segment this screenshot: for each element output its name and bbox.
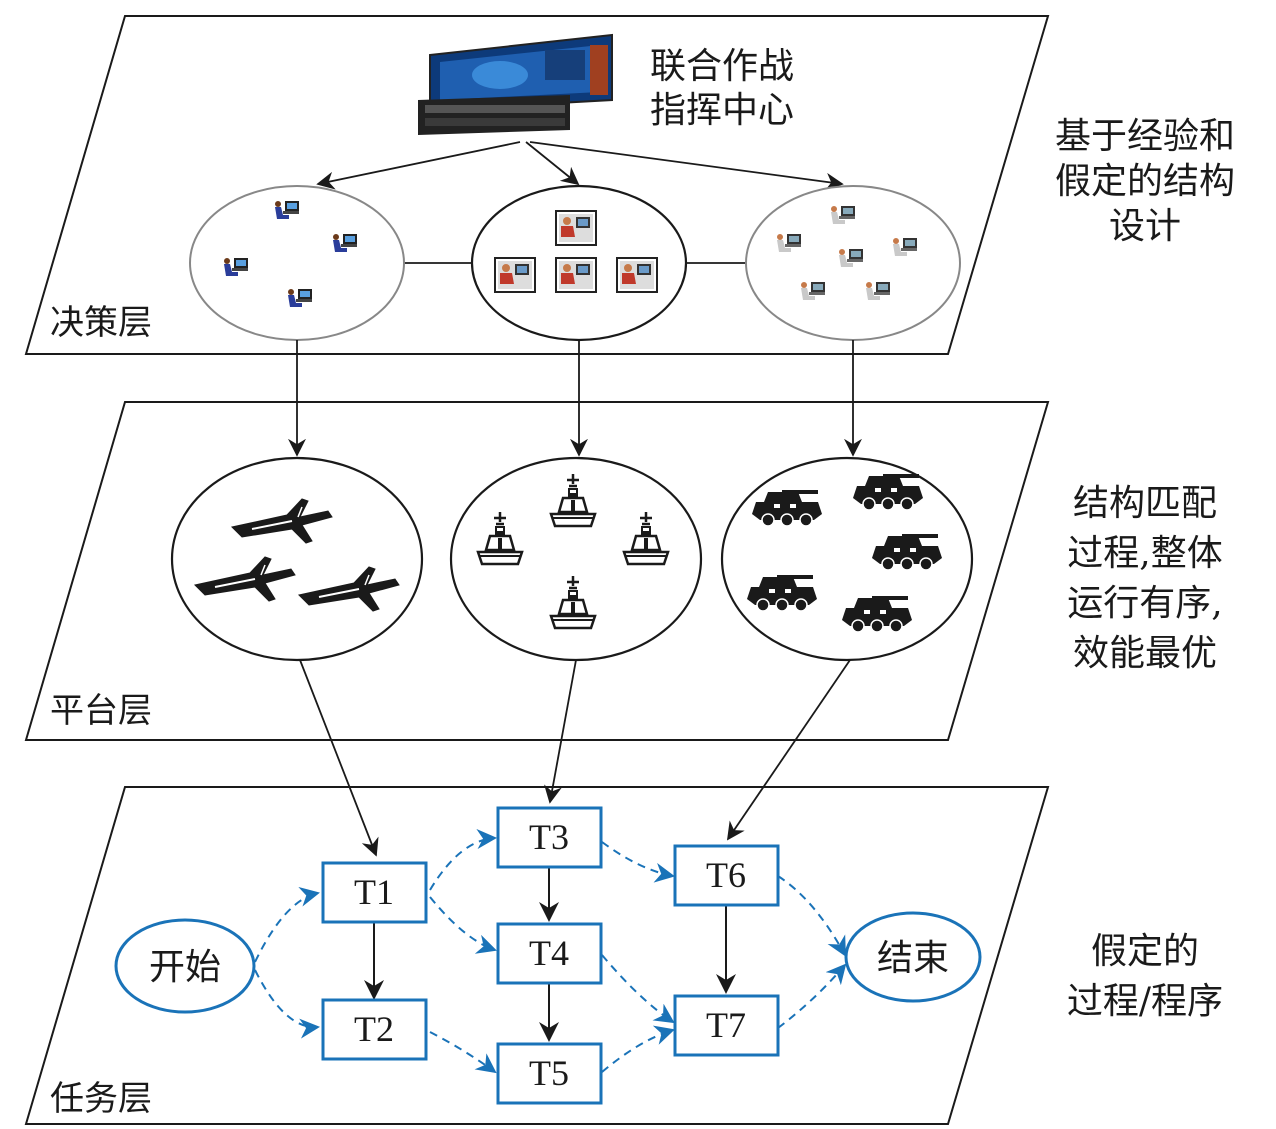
task-t5: T5 — [496, 1042, 603, 1105]
task-t5-label: T5 — [529, 1053, 569, 1093]
task-t4-label: T4 — [529, 933, 569, 973]
arrow-platform-to-t6 — [726, 659, 851, 841]
end-label: 结束 — [877, 938, 949, 979]
side-note-middle-line2: 过程,整体 — [1067, 533, 1222, 574]
task-t2-label: T2 — [354, 1009, 394, 1049]
task-t3: T3 — [496, 806, 603, 869]
task-t2: T2 — [321, 998, 428, 1061]
arrow-hq-to-decision-right — [529, 141, 844, 191]
task-t7-label: T7 — [706, 1005, 746, 1045]
command-center-image — [418, 33, 613, 135]
side-note-middle-line3: 运行有序, — [1067, 583, 1222, 624]
side-note-top-line3: 设计 — [1109, 206, 1181, 247]
start-label: 开始 — [149, 947, 221, 988]
task-flow-arrows — [254, 829, 847, 1074]
side-note-matching: 结构匹配 过程,整体 运行有序, 效能最优 — [1067, 483, 1222, 674]
arrow-hq-to-decision-center — [525, 141, 580, 186]
task-t7: T7 — [673, 994, 780, 1057]
side-note-top-line2: 假定的结构 — [1055, 161, 1235, 202]
arrow-platform-to-t1 — [299, 659, 379, 857]
side-note-middle-line4: 效能最优 — [1073, 633, 1217, 674]
arrow-platform-to-t3 — [544, 659, 577, 804]
hq-label-line2: 指挥中心 — [650, 90, 794, 131]
platform-group-aircraft — [170, 456, 424, 662]
task-t6-label: T6 — [706, 855, 746, 895]
task-t4: T4 — [496, 922, 603, 985]
decision-layer-label: 决策层 — [50, 303, 152, 343]
end-node — [844, 911, 982, 1003]
task-t3-label: T3 — [529, 817, 569, 857]
arrow-hq-to-decision-left — [316, 141, 521, 190]
side-note-bottom-line2: 过程/程序 — [1067, 981, 1223, 1022]
task-layer-label: 任务层 — [50, 1079, 152, 1119]
platform-layer-label: 平台层 — [50, 691, 152, 731]
side-note-bottom-line1: 假定的 — [1091, 931, 1199, 972]
task-t6: T6 — [673, 844, 780, 907]
side-note-process: 假定的 过程/程序 — [1067, 931, 1223, 1022]
hq-label-line1: 联合作战 — [650, 46, 794, 87]
side-note-middle-line1: 结构匹配 — [1073, 483, 1217, 524]
start-node — [114, 918, 256, 1014]
task-t1: T1 — [321, 861, 428, 924]
task-t1-label: T1 — [354, 872, 394, 912]
side-note-top-line1: 基于经验和 — [1055, 116, 1235, 157]
side-note-structure: 基于经验和 假定的结构 设计 — [1055, 116, 1235, 247]
